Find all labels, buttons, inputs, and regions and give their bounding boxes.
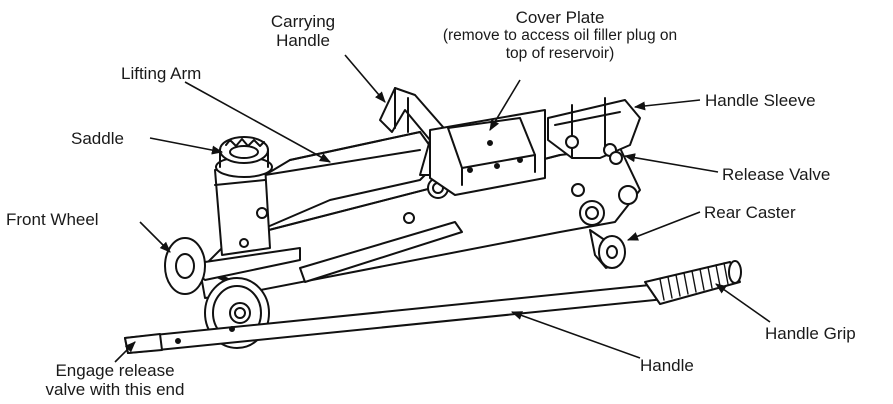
leader-handle-grip — [715, 283, 771, 323]
label-handle-sleeve: Handle Sleeve — [705, 91, 816, 110]
leader-release-valve — [623, 153, 719, 173]
leader-rear-caster — [626, 211, 701, 241]
release-valve — [609, 151, 623, 165]
label-front-wheel: Front Wheel — [6, 210, 99, 229]
label-cover-plate: Cover Plate (remove to access oil filler… — [390, 8, 730, 63]
saddle-teeth — [225, 138, 265, 147]
leader-engage-release — [114, 341, 136, 363]
label-lifting-arm: Lifting Arm — [121, 64, 202, 83]
leader-lifting-arm — [184, 81, 331, 163]
label-engage-release: Engage release valve with this end — [0, 361, 230, 399]
frame-slot — [299, 221, 463, 283]
leader-saddle — [149, 137, 224, 155]
label-saddle: Saddle — [71, 129, 124, 148]
label-release-valve: Release Valve — [722, 165, 831, 184]
label-engage-release-line2: valve with this end — [45, 380, 185, 399]
label-carrying-handle-line2: Handle — [276, 31, 330, 50]
label-engage-release-line1: Engage release — [55, 361, 175, 380]
label-cover-plate-title: Cover Plate — [515, 8, 605, 27]
label-cover-plate-note-line1: (remove to access oil filler plug on — [442, 27, 678, 44]
leader-handle — [510, 311, 641, 359]
frame-bolt — [403, 212, 415, 224]
leader-handle-sleeve — [633, 99, 701, 111]
leader-front-wheel — [139, 221, 171, 253]
handle-end-sleeve — [124, 333, 163, 354]
label-handle: Handle — [640, 356, 694, 375]
grip-ribs — [659, 262, 729, 301]
label-carrying-handle: Carrying Handle — [258, 12, 348, 50]
leader-carrying-handle — [344, 54, 386, 103]
rear-bolt-right — [618, 185, 638, 205]
handle-sleeve — [547, 99, 641, 159]
leader-cover-plate — [489, 79, 521, 131]
label-handle-grip: Handle Grip — [765, 324, 856, 343]
label-carrying-handle-line1: Carrying — [270, 12, 336, 31]
label-cover-plate-note-line2: top of reservoir) — [505, 45, 615, 62]
label-rear-caster: Rear Caster — [704, 203, 796, 222]
handle-grip — [644, 261, 741, 305]
